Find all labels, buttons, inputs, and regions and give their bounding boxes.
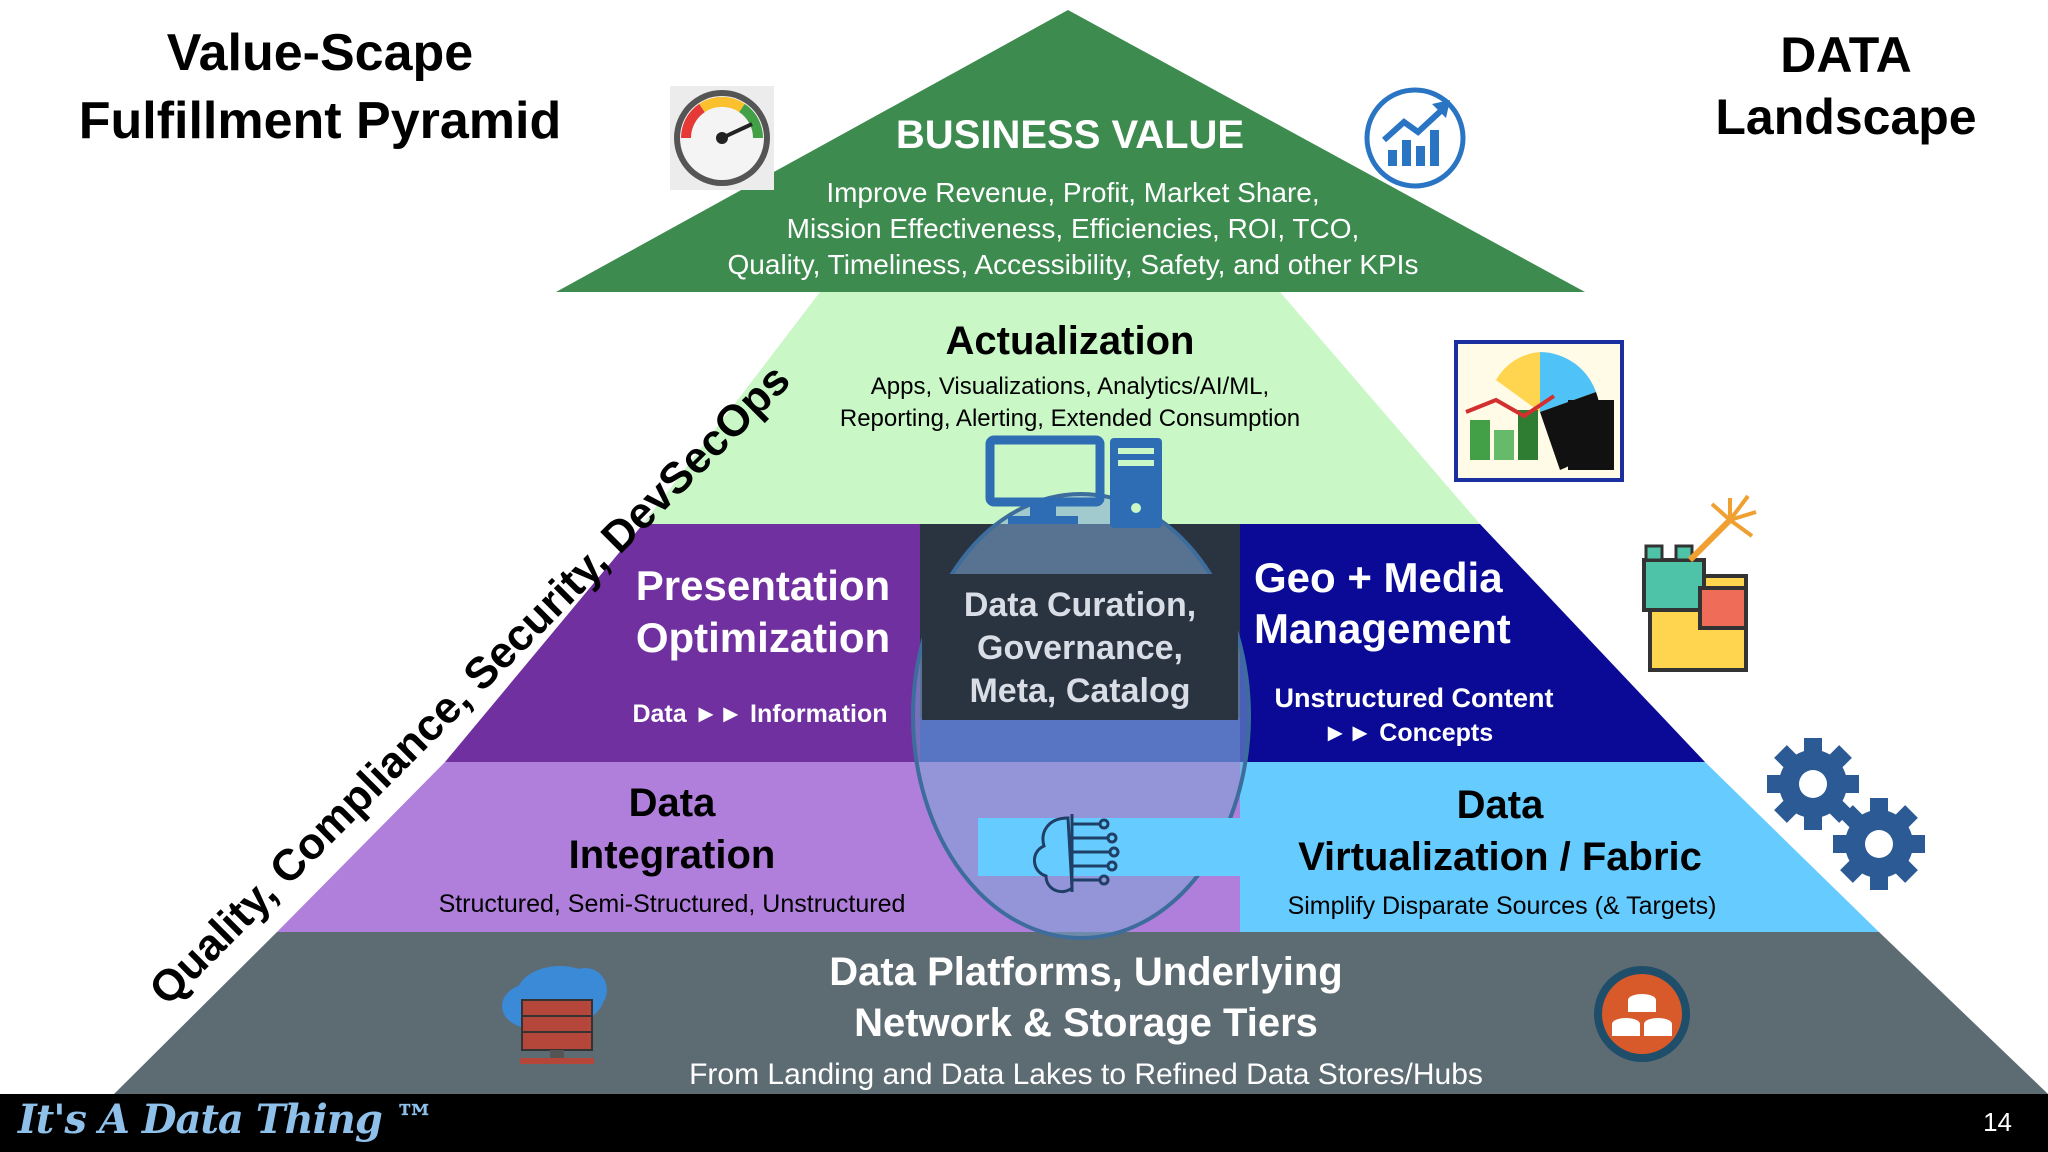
business-value-title: BUSINESS VALUE bbox=[896, 113, 1244, 157]
presentation-title-1: Presentation bbox=[636, 562, 890, 609]
curation-box bbox=[922, 574, 1238, 720]
landscape-line-2: Landscape bbox=[1715, 89, 1976, 145]
curation-line-3: Meta, Catalog bbox=[969, 672, 1190, 710]
virtualization-title-2: Virtualization / Fabric bbox=[1298, 835, 1702, 879]
title-line-1: Value-Scape bbox=[167, 24, 473, 82]
virtualization-title-1: Data bbox=[1457, 783, 1544, 827]
curation-line-1: Data Curation, bbox=[964, 586, 1196, 624]
speedometer-icon bbox=[670, 86, 774, 190]
growth-chart-icon bbox=[1364, 87, 1466, 189]
platforms-title-2: Network & Storage Tiers bbox=[854, 1001, 1318, 1045]
geo-media-sub-1: Unstructured Content bbox=[1275, 683, 1554, 713]
business-value-layer bbox=[556, 10, 1585, 292]
business-value-line-3: Quality, Timeliness, Accessibility, Safe… bbox=[728, 249, 1419, 280]
curation-line-2: Governance, bbox=[977, 629, 1183, 667]
virtualization-layer bbox=[1240, 762, 1879, 932]
actualization-line-2: Reporting, Alerting, Extended Consumptio… bbox=[840, 405, 1300, 432]
brand-logo: It's A Data Thing ™ bbox=[18, 1096, 435, 1143]
platforms-title-1: Data Platforms, Underlying bbox=[829, 950, 1342, 994]
actualization-layer bbox=[643, 292, 1480, 524]
actualization-title: Actualization bbox=[946, 319, 1195, 363]
geo-media-title-1: Geo + Media bbox=[1254, 554, 1503, 601]
gears-icon bbox=[1767, 738, 1925, 890]
database-icon bbox=[1594, 966, 1690, 1062]
actualization-line-1: Apps, Visualizations, Analytics/AI/ML, bbox=[871, 373, 1269, 400]
platforms-subtitle: From Landing and Data Lakes to Refined D… bbox=[689, 1058, 1483, 1091]
business-value-line-2: Mission Effectiveness, Efficiencies, ROI… bbox=[787, 213, 1360, 244]
geo-media-sub-2: ►► Concepts bbox=[1323, 719, 1493, 747]
integration-subtitle: Structured, Semi-Structured, Unstructure… bbox=[439, 890, 906, 918]
circuit-chip-icon bbox=[1033, 814, 1120, 893]
footer-bar bbox=[0, 1094, 2048, 1152]
business-value-line-1: Improve Revenue, Profit, Market Share, bbox=[826, 177, 1319, 208]
presentation-title-2: Optimization bbox=[636, 614, 890, 661]
integration-title-2: Integration bbox=[569, 833, 776, 877]
page-number: 14 bbox=[1983, 1107, 2012, 1137]
cloud-server-icon bbox=[502, 966, 607, 1064]
geo-media-layer bbox=[1240, 524, 1705, 762]
virtualization-subtitle: Simplify Disparate Sources (& Targets) bbox=[1288, 892, 1717, 920]
presentation-subtitle: Data ►► Information bbox=[632, 700, 887, 728]
presentation-layer bbox=[445, 524, 930, 762]
title-line-2: Fulfillment Pyramid bbox=[79, 92, 562, 150]
landscape-line-1: DATA bbox=[1780, 27, 1911, 83]
computer-icon bbox=[985, 435, 1162, 528]
geo-media-title-2: Management bbox=[1254, 605, 1511, 652]
integration-title-1: Data bbox=[629, 781, 716, 825]
analytics-collage-icon bbox=[1454, 340, 1624, 482]
building-blocks-icon bbox=[1642, 494, 1757, 672]
